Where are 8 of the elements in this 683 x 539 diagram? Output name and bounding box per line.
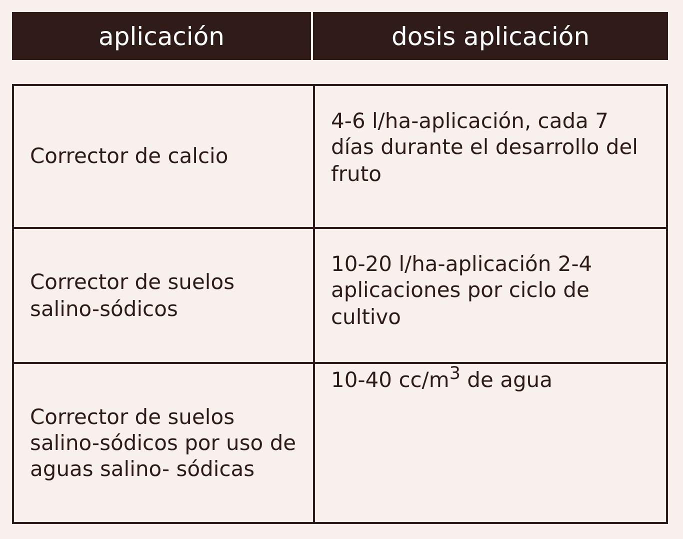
column-header: aplicación [98, 20, 226, 52]
table-cell-text: Corrector de calcio [29, 143, 230, 170]
table-cell: 4-6 l/ha-aplicación, cada 7 días durante el desarrollo del fruto [313, 86, 666, 227]
table-cell: Corrector de suelos salino-sódicos por uso de aguas salino- sódicas [14, 362, 313, 522]
table-cell: 10-40 cc/m$^{3}$ de agua [313, 362, 666, 522]
table-cell: Corrector de suelos salino-sódicos [14, 227, 313, 362]
column-header: dosis aplicación [311, 12, 668, 60]
table-cell: 10-20 l/ha-aplicación 2-4 aplicaciones por ciclo de cultivo [313, 227, 666, 362]
